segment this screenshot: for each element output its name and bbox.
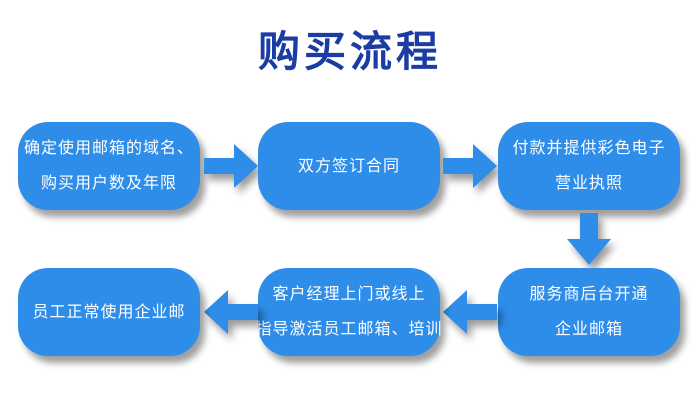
arrow-right-icon bbox=[443, 144, 497, 188]
flow-step-1-line-2: 购买用户数及年限 bbox=[40, 175, 177, 192]
arrow-left-icon bbox=[443, 290, 497, 334]
flow-step-5-line-1: 客户经理上门或线上 bbox=[272, 286, 426, 303]
flow-step-6-line-1: 员工正常使用企业邮 bbox=[32, 303, 186, 321]
flow-step-5-line-2: 指导激活员工邮箱、培训 bbox=[255, 321, 443, 338]
flow-step-4: 服务商后台开通 企业邮箱 bbox=[498, 268, 680, 356]
arrow-right-icon bbox=[204, 144, 258, 188]
flow-step-4-line-1: 服务商后台开通 bbox=[529, 286, 649, 303]
flow-step-1: 确定使用邮箱的域名、 购买用户数及年限 bbox=[18, 122, 200, 210]
flow-step-4-line-2: 企业邮箱 bbox=[554, 321, 623, 338]
flow-step-2: 双方签订合同 bbox=[258, 122, 440, 210]
flow-step-3-line-1: 付款并提供彩色电子 bbox=[512, 140, 666, 157]
flow-step-6: 员工正常使用企业邮 bbox=[18, 268, 200, 356]
arrow-down-icon bbox=[567, 213, 611, 265]
flow-step-3-line-2: 营业执照 bbox=[554, 175, 623, 192]
arrow-left-icon bbox=[204, 290, 258, 334]
flow-step-3: 付款并提供彩色电子 营业执照 bbox=[498, 122, 680, 210]
flow-step-1-line-1: 确定使用邮箱的域名、 bbox=[23, 140, 194, 157]
flow-step-5: 客户经理上门或线上 指导激活员工邮箱、培训 bbox=[255, 268, 443, 356]
flow-step-2-line-1: 双方签订合同 bbox=[297, 157, 400, 175]
page-title: 购买流程 bbox=[257, 28, 442, 75]
